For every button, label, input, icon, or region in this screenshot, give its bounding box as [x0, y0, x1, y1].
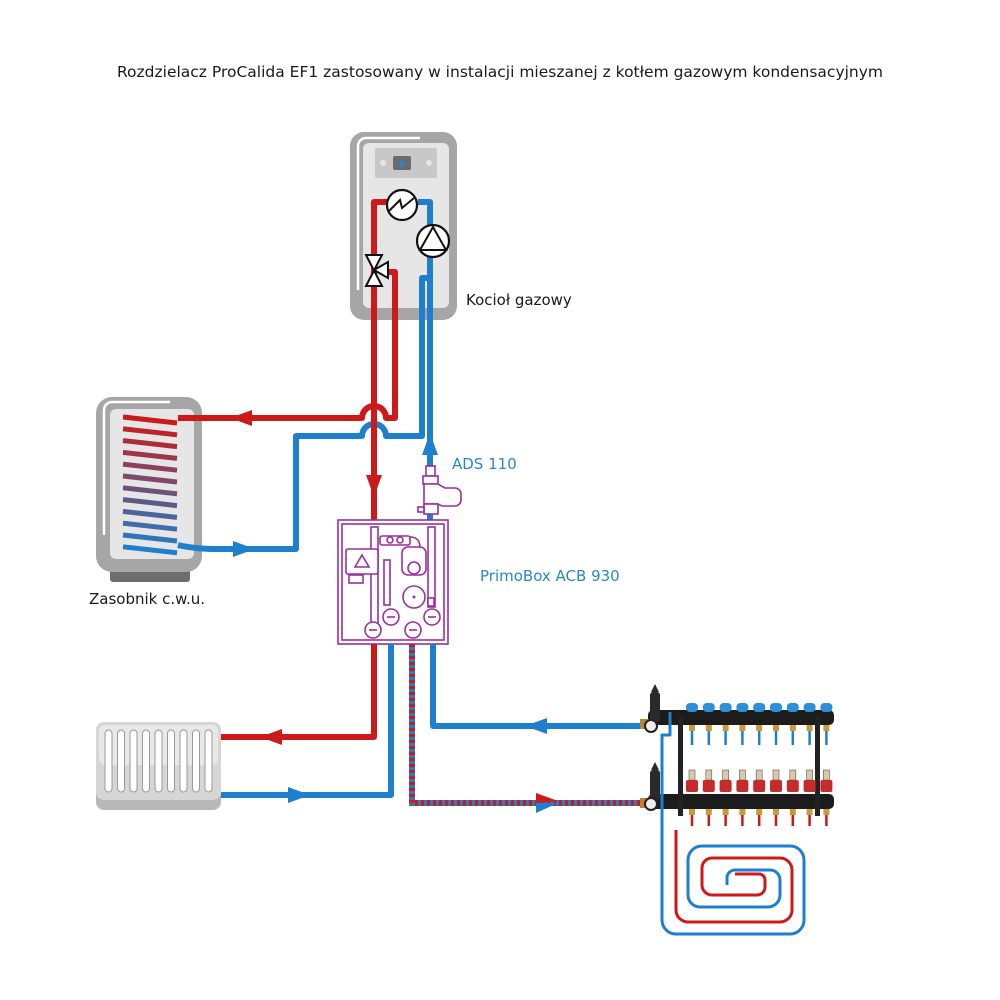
radiator-icon	[96, 722, 221, 810]
arrow-down-icon	[366, 475, 382, 497]
manifold-circuit	[686, 703, 698, 826]
tank-return-pipe	[177, 340, 425, 557]
radiator-fin	[192, 729, 200, 793]
tank-label: Zasobnik c.w.u.	[89, 590, 205, 608]
arrow-right-red-icon	[536, 793, 558, 803]
boiler-label: Kocioł gazowy	[466, 291, 572, 309]
coil-turn	[122, 461, 178, 473]
arrow-up-icon	[422, 433, 438, 455]
coil-turn	[122, 426, 178, 438]
three-way-valve-icon	[364, 254, 389, 287]
coil-turn	[122, 497, 178, 509]
manifold-circuit	[702, 703, 715, 826]
boiler-supply-pipe	[366, 340, 382, 520]
coil-turn	[122, 438, 178, 450]
circulation-pump-icon	[415, 223, 451, 259]
radiator-fin	[179, 729, 188, 793]
heat-exchanger-icon	[385, 188, 419, 222]
floor-heating-return-pipe	[430, 644, 640, 734]
radiator-fins	[104, 729, 213, 793]
arrow-left-icon	[260, 729, 282, 745]
manifold-circuit	[770, 703, 782, 826]
coil-turn	[122, 414, 178, 426]
underfloor-heating-spiral-icon	[660, 712, 806, 936]
manifold-circuits	[686, 703, 833, 826]
pump-group-icon	[337, 519, 449, 645]
coil-turn	[122, 532, 178, 544]
radiator-fin	[129, 729, 138, 793]
radiator-fin	[142, 729, 150, 793]
floor-heating-supply-pipe	[409, 644, 640, 813]
diagram-title: Rozdzielacz ProCalida EF1 zastosowany w …	[117, 63, 883, 81]
arrow-right-icon	[233, 541, 255, 557]
arrow-right-blue-icon	[536, 803, 558, 813]
arrow-left-icon	[230, 410, 252, 426]
coil-turn	[122, 449, 178, 461]
radiator-supply-pipe	[221, 644, 377, 745]
manifold-circuit	[786, 703, 799, 826]
coil-turn	[122, 544, 178, 556]
manifold-circuit	[753, 703, 766, 826]
air-dirt-separator-icon	[417, 465, 462, 515]
coil-turn	[122, 473, 178, 485]
floor-heating-manifold-icon	[640, 684, 834, 826]
manifold-circuit	[820, 703, 833, 826]
radiator-return-pipe	[221, 644, 394, 803]
coil-turn	[122, 508, 178, 520]
pump-group-label: PrimoBox ACB 930	[480, 567, 620, 585]
coil-turn	[122, 485, 178, 497]
manifold-circuit	[736, 703, 749, 826]
coil-turn	[122, 520, 178, 532]
arrow-left-icon	[525, 718, 547, 734]
hot-water-tank-icon	[96, 397, 202, 582]
radiator-fin	[167, 729, 175, 793]
tank-coil	[122, 414, 178, 556]
arrow-right-icon	[288, 787, 310, 803]
radiator-fin	[104, 729, 113, 793]
tank-supply-pipe	[178, 340, 398, 426]
radiator-fin	[204, 729, 213, 793]
separator-label: ADS 110	[452, 455, 517, 473]
manifold-circuit	[719, 703, 732, 826]
radiator-fin	[154, 729, 163, 793]
manifold-circuit	[803, 703, 816, 826]
radiator-fin	[117, 729, 125, 793]
